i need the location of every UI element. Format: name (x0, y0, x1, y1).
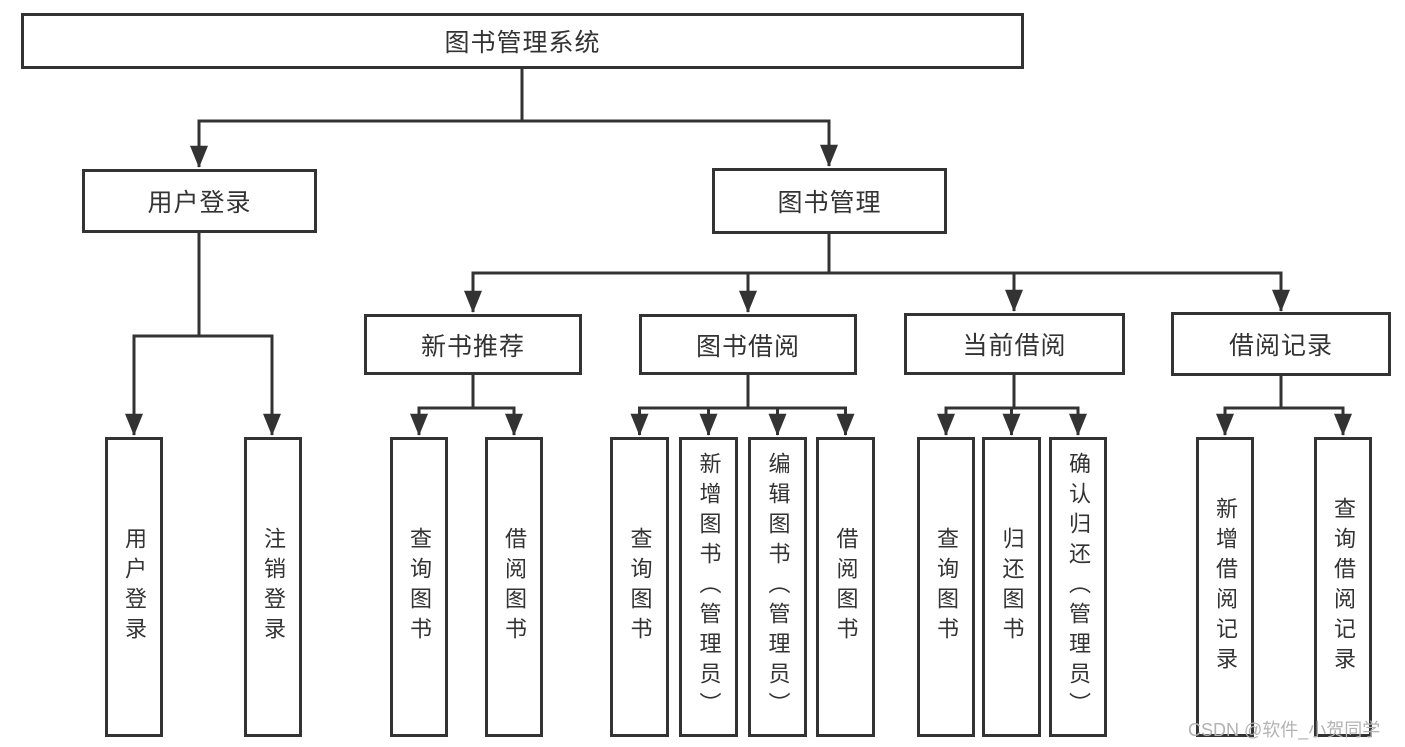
node-current-borrow: 当前借阅 (904, 313, 1125, 375)
leaf-label: 新增图书（管理员） (696, 452, 722, 722)
leaf-label: 查询图书 (627, 527, 653, 647)
leaf-borrow-books-1: 借阅图书 (485, 437, 543, 737)
node-user-login: 用户登录 (82, 169, 317, 233)
node-label: 新书推荐 (420, 332, 525, 361)
leaf-label: 注销登录 (261, 527, 286, 647)
leaf-label: 新增借阅记录 (1213, 497, 1238, 677)
node-label: 图书借阅 (695, 332, 800, 361)
leaf-return-book: 归还图书 (982, 437, 1041, 737)
node-book-borrow: 图书借阅 (639, 314, 857, 375)
leaf-query-books-2: 查询图书 (610, 437, 669, 737)
leaf-query-books-1: 查询图书 (390, 437, 448, 737)
leaf-label: 查询图书 (407, 527, 432, 647)
leaf-user-login: 用户登录 (105, 437, 163, 737)
node-new-book-recommend: 新书推荐 (364, 314, 582, 375)
leaf-label: 借阅图书 (833, 527, 859, 647)
leaf-label: 归还图书 (999, 527, 1025, 647)
node-label: 当前借阅 (962, 332, 1067, 360)
node-borrow-records: 借阅记录 (1171, 312, 1391, 376)
leaf-label: 确认归还（管理员） (1066, 452, 1091, 722)
leaf-add-borrow-record: 新增借阅记录 (1196, 437, 1254, 737)
leaf-add-book-admin: 新增图书（管理员） (679, 437, 738, 737)
leaf-logout: 注销登录 (244, 437, 302, 737)
leaf-query-books-3: 查询图书 (917, 437, 975, 737)
leaf-label: 查询借阅记录 (1331, 497, 1356, 677)
leaf-confirm-return-admin: 确认归还（管理员） (1049, 437, 1107, 737)
connector-group (125, 69, 1352, 436)
leaf-edit-book-admin: 编辑图书（管理员） (748, 437, 807, 737)
csdn-watermark: CSDN @软件_小贺同学 (1188, 720, 1381, 740)
leaf-label: 查询图书 (934, 527, 959, 647)
node-label: 图书管理 (777, 189, 882, 217)
node-label: 借阅记录 (1228, 332, 1333, 360)
node-label: 图书管理系统 (444, 29, 601, 57)
leaf-borrow-books-2: 借阅图书 (816, 437, 875, 737)
node-book-management: 图书管理 (712, 168, 947, 234)
node-library-management-system: 图书管理系统 (21, 13, 1024, 69)
leaf-label: 借阅图书 (502, 527, 527, 647)
node-label: 用户登录 (147, 189, 252, 217)
leaf-query-borrow-record: 查询借阅记录 (1314, 437, 1372, 737)
leaf-label: 用户登录 (122, 527, 147, 647)
leaf-label: 编辑图书（管理员） (765, 452, 791, 722)
